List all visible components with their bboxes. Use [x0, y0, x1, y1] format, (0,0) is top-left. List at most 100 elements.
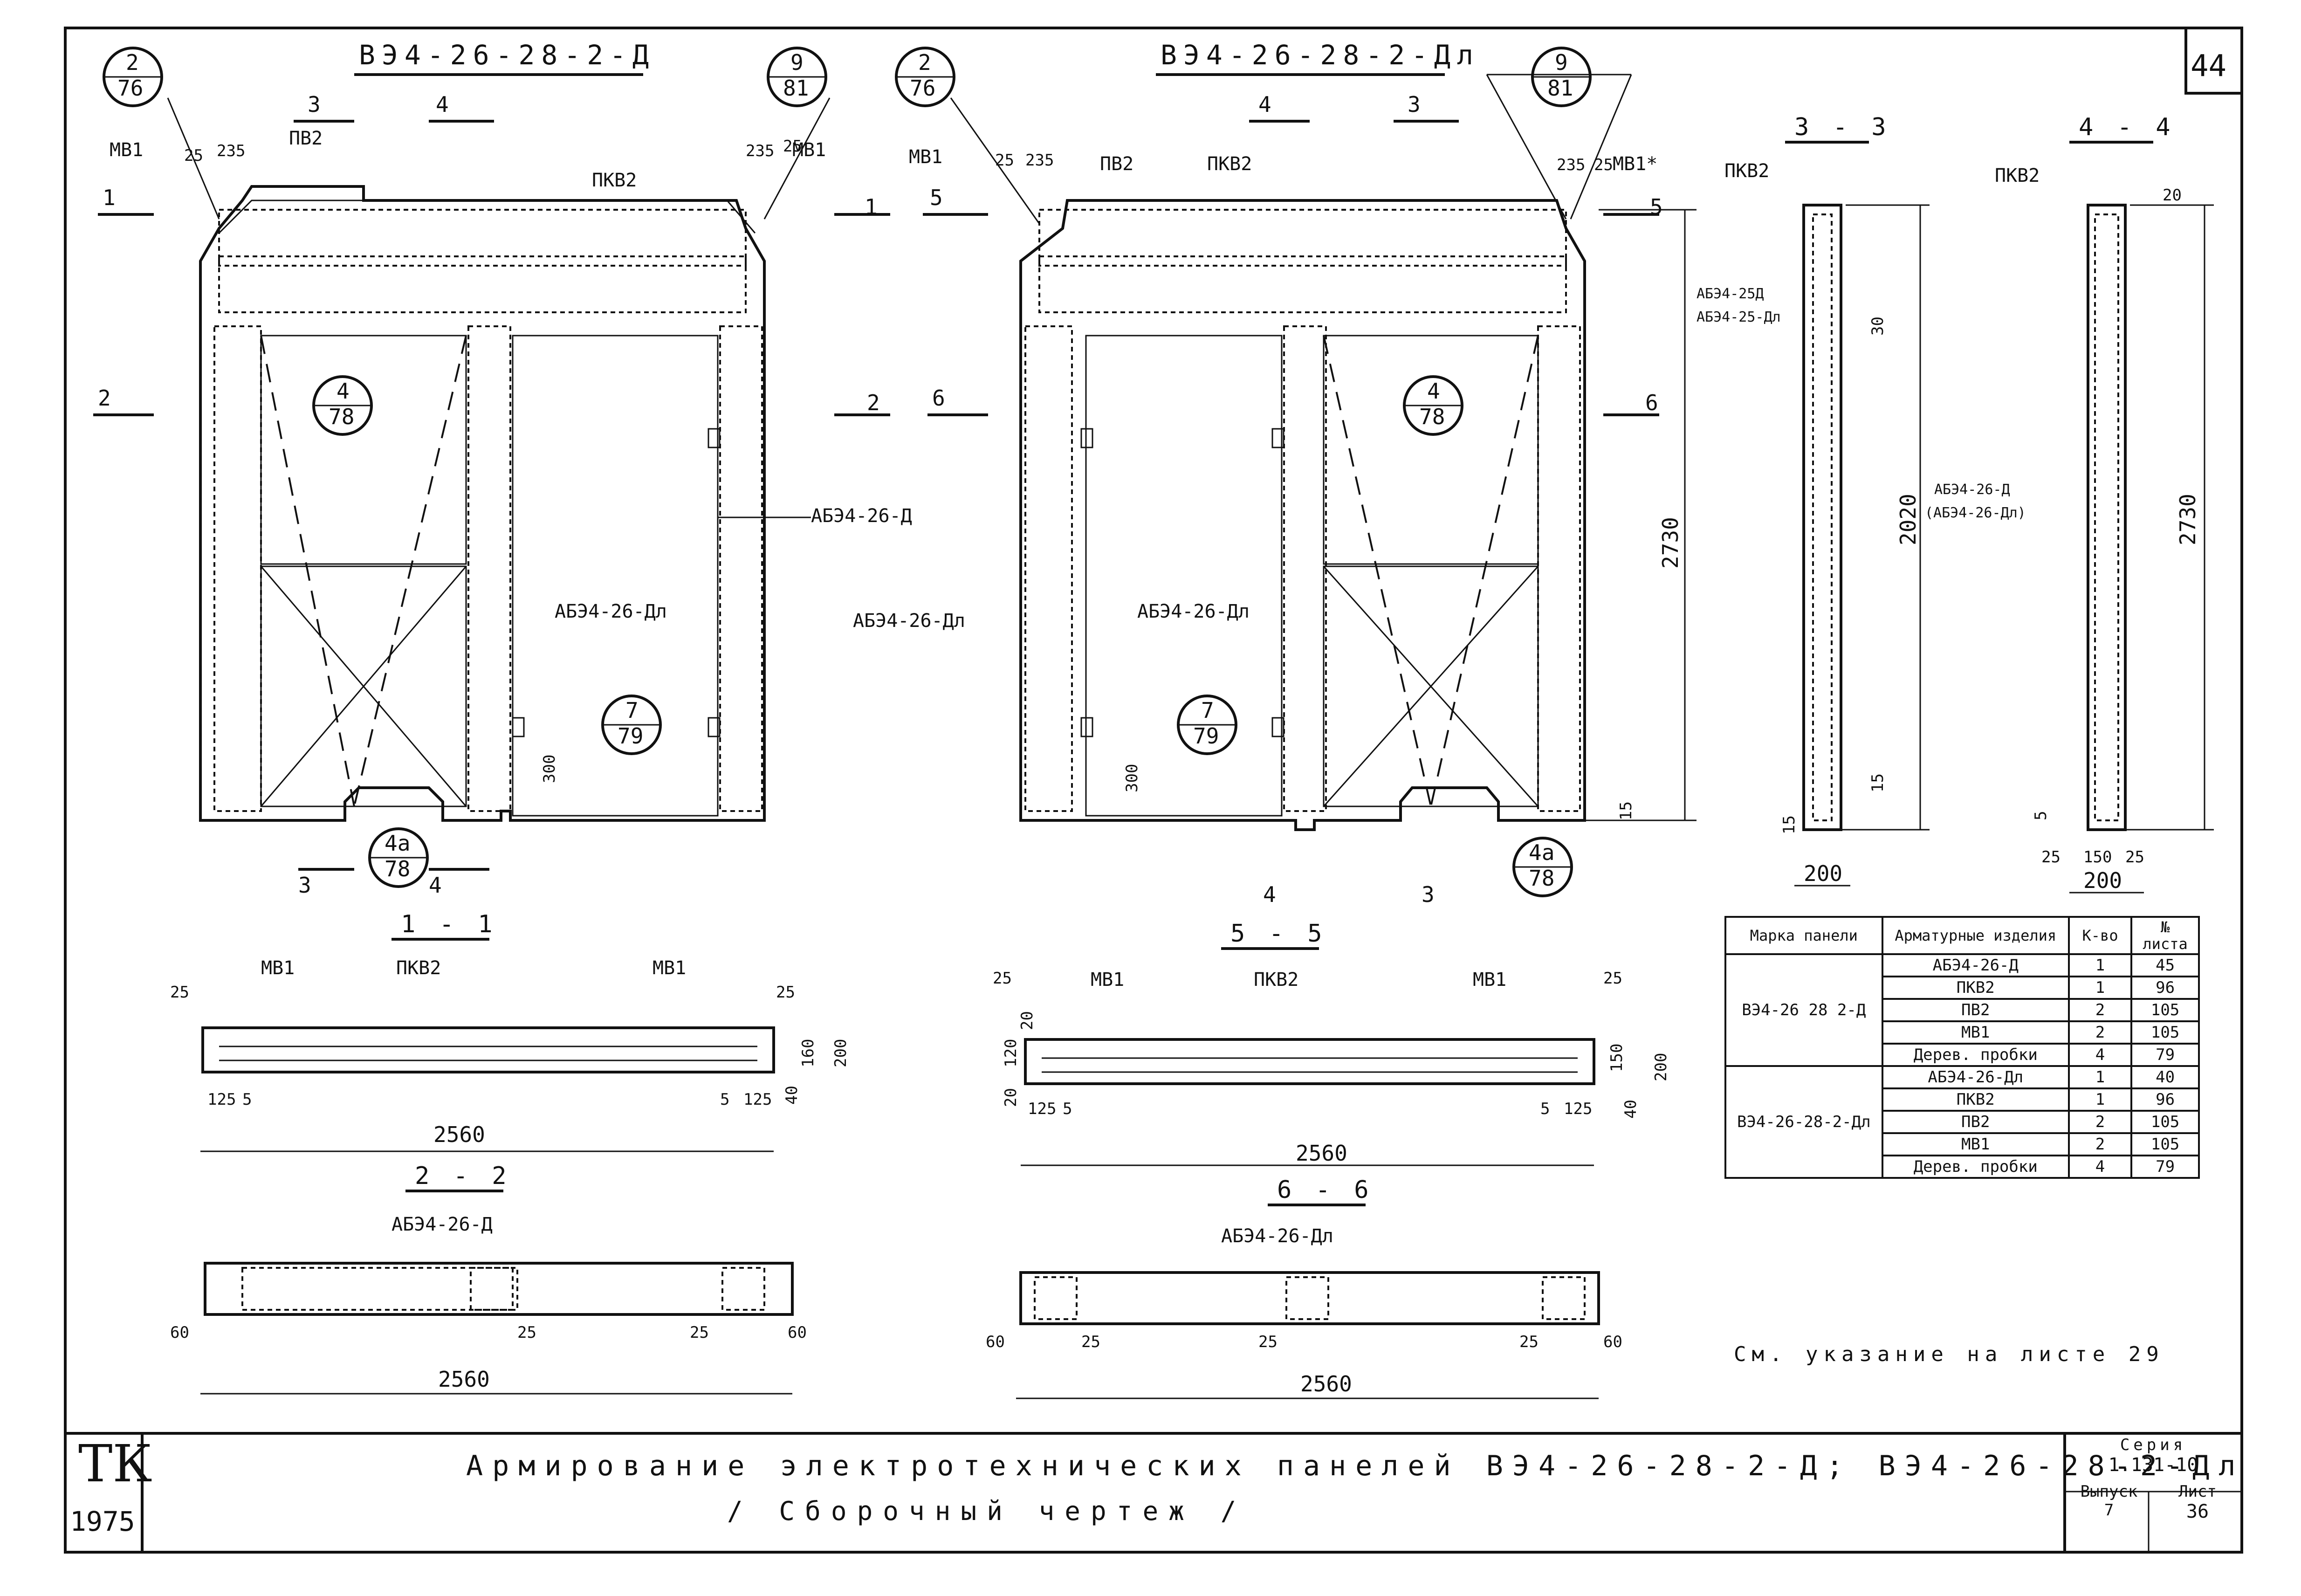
- svg-text:25: 25: [1603, 969, 1622, 988]
- svg-text:2560: 2560: [433, 1122, 485, 1147]
- callout-9-81-left: 9 81: [767, 47, 827, 107]
- callout-4-78-right: 4 78: [1403, 375, 1463, 436]
- svg-text:АБЭ4-26-Д: АБЭ4-26-Д: [1934, 482, 2010, 498]
- svg-text:200: 200: [2083, 868, 2122, 893]
- svg-text:25: 25: [170, 983, 189, 1002]
- svg-text:АБЭ4-25-Дл: АБЭ4-25-Дл: [1697, 309, 1781, 325]
- section-mark-5-left: 5: [930, 185, 943, 210]
- svg-text:25: 25: [1519, 1333, 1539, 1351]
- label-pkv2: ПКВ2: [592, 170, 637, 191]
- svg-text:60: 60: [986, 1333, 1005, 1351]
- note-text: См. указание на листе 29: [1734, 1342, 2164, 1366]
- svg-text:3 - 3: 3 - 3: [1794, 113, 1891, 141]
- svg-text:15: 15: [1617, 801, 1635, 820]
- svg-text:150: 150: [2083, 848, 2112, 867]
- spec-header-sheet: № листа: [2130, 916, 2200, 955]
- callout-2-76-left: 2 76: [103, 47, 163, 107]
- svg-text:25: 25: [776, 983, 795, 1002]
- svg-text:300: 300: [540, 755, 559, 783]
- svg-text:40: 40: [783, 1086, 801, 1105]
- page-label: Лист: [2178, 1482, 2217, 1501]
- svg-text:25: 25: [783, 137, 802, 156]
- callout-9-81-right: 9 81: [1531, 47, 1592, 107]
- callout-4-78-left: 4 78: [312, 375, 373, 436]
- table-row: ПКВ2 1 96: [1725, 1087, 2200, 1112]
- stamp-year: 1975: [70, 1506, 135, 1537]
- svg-text:200: 200: [831, 1039, 850, 1067]
- svg-text:25: 25: [2041, 848, 2061, 867]
- section-6-6: 6 - 6 АБЭ4-26-Дл 60 25 25 25 60 2560: [986, 1176, 1622, 1399]
- svg-text:7: 7: [625, 698, 639, 723]
- spec-header-mark: Марка панели: [1724, 916, 1883, 955]
- spec-header-items: Арматурные изделия: [1881, 916, 2070, 955]
- svg-text:9: 9: [790, 50, 804, 75]
- table-row: Дерев. пробки 4 79: [1725, 1155, 2200, 1179]
- svg-text:60: 60: [788, 1323, 807, 1342]
- section-mark-2-left: 2: [98, 385, 111, 411]
- series-label: Серия: [2120, 1436, 2187, 1454]
- svg-text:78: 78: [1529, 866, 1554, 891]
- spec-mark-2: ВЭ4-26-28-2-Дл: [1724, 1065, 1883, 1179]
- issue-label: Выпуск: [2080, 1482, 2138, 1501]
- spec-header-qty: К-во: [2067, 916, 2133, 955]
- sheet-frame: [64, 27, 2243, 1554]
- section-mark-4-bottom-r: 4: [1263, 882, 1276, 907]
- table-row: ПКВ2 1 96: [1725, 976, 2200, 1000]
- svg-text:235: 235: [1025, 151, 1054, 170]
- svg-text:ПКВ2: ПКВ2: [1254, 969, 1298, 991]
- svg-text:2560: 2560: [1300, 1371, 1352, 1396]
- svg-text:79: 79: [618, 723, 643, 749]
- section-mark-4-bottom: 4: [429, 873, 442, 898]
- svg-text:20: 20: [2163, 186, 2182, 205]
- label-pv2-r: ПВ2: [1100, 153, 1133, 175]
- section-5-5: 5 - 5 МВ1 ПКВ2 МВ1 25 25 120 20 20 125 5…: [993, 920, 1670, 1166]
- svg-text:25: 25: [690, 1323, 709, 1342]
- svg-text:МВ1: МВ1: [1473, 969, 1506, 991]
- section-mark-3-top: 3: [308, 92, 321, 117]
- callout-4a-78-left: 4а 78: [368, 827, 429, 888]
- label-pkv2-r: ПКВ2: [1207, 153, 1252, 175]
- svg-text:5: 5: [1063, 1100, 1072, 1118]
- issue-value: 7: [2104, 1501, 2114, 1520]
- svg-text:25: 25: [993, 969, 1012, 988]
- svg-text:1 - 1: 1 - 1: [401, 910, 497, 938]
- svg-text:120: 120: [1002, 1039, 1020, 1067]
- svg-text:30: 30: [1868, 316, 1887, 336]
- section-3-3: 3 - 3 ПКВ2 АБЭ4-25Д АБЭ4-25-Дл 30 2020 1…: [1697, 113, 1930, 887]
- svg-text:5: 5: [242, 1090, 252, 1109]
- svg-text:40: 40: [1621, 1100, 1640, 1119]
- specification-table: Марка панели Арматурные изделия К-во № л…: [1724, 916, 2200, 1179]
- svg-text:235: 235: [746, 142, 774, 160]
- svg-text:5 - 5: 5 - 5: [1230, 920, 1327, 948]
- svg-text:125: 125: [743, 1090, 772, 1109]
- label-mv1-right-r: МВ1*: [1613, 153, 1657, 175]
- section-mark-2-right: 2: [867, 390, 880, 415]
- svg-text:20: 20: [1002, 1088, 1020, 1107]
- label-abe-left-r: АБЭ4-26-Дл: [853, 610, 965, 632]
- svg-text:76: 76: [117, 76, 143, 101]
- page-value: 36: [2186, 1501, 2209, 1522]
- drawing-subtitle: / Сборочный чертеж /: [727, 1496, 1247, 1527]
- svg-text:6 - 6: 6 - 6: [1277, 1176, 1374, 1204]
- label-mv1-left: МВ1: [110, 139, 143, 161]
- svg-text:200: 200: [1652, 1053, 1670, 1081]
- svg-text:ПКВ2: ПКВ2: [396, 957, 441, 979]
- svg-text:5: 5: [2032, 811, 2050, 820]
- sheet-number-box: [2184, 27, 2243, 95]
- drawing-title: Армирование электротехнических панелей В…: [466, 1450, 2245, 1482]
- table-row: Дерев. пробки 4 79: [1725, 1043, 2200, 1067]
- section-mark-6-right: 6: [1645, 390, 1658, 415]
- table-row: ПВ2 2 105: [1725, 1110, 2200, 1134]
- svg-text:160: 160: [799, 1039, 817, 1067]
- svg-text:125: 125: [1028, 1100, 1056, 1118]
- panel-left-drawing: ВЭ4-26-28-2-Д 1 1 2 2 3: [93, 39, 912, 898]
- svg-text:2560: 2560: [438, 1367, 490, 1392]
- callout-4a-78-right: 4а 78: [1512, 837, 1573, 897]
- svg-text:МВ1: МВ1: [261, 957, 295, 979]
- svg-text:78: 78: [329, 404, 354, 429]
- svg-text:2020: 2020: [1896, 494, 1921, 545]
- svg-text:АБЭ4-26-Д: АБЭ4-26-Д: [392, 1214, 493, 1235]
- svg-text:МВ1: МВ1: [1091, 969, 1124, 991]
- panel-right-drawing: ВЭ4-26-28-2-Дл 2730 15 5 5 6 6 3: [853, 39, 1697, 907]
